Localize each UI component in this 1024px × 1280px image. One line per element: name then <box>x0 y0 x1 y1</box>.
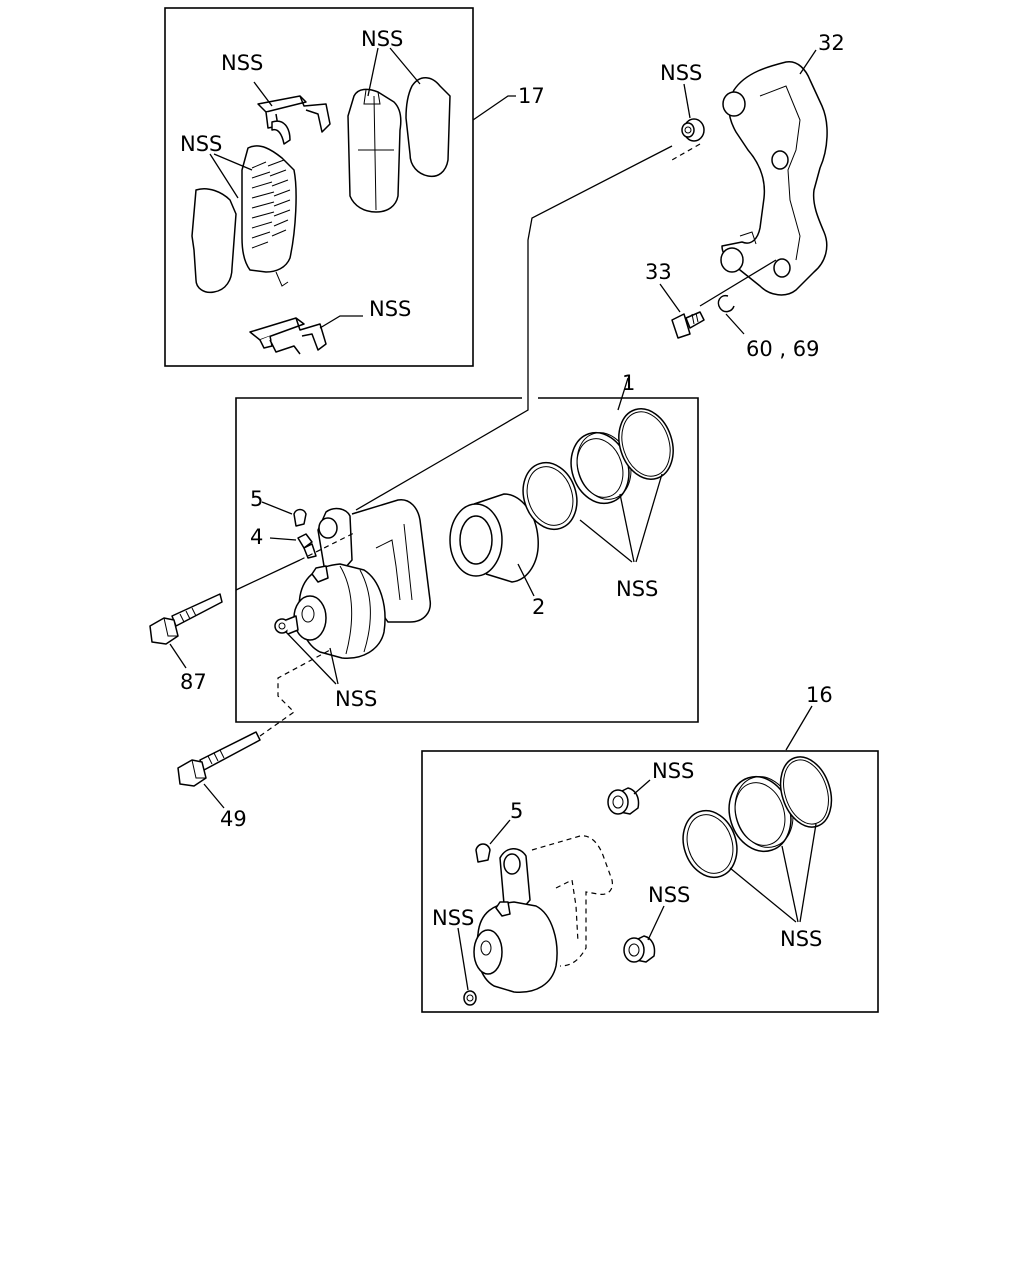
seal-kit-group: 16 NSS 5 NSS NSS NSS <box>421 683 879 1013</box>
label-bolt-49: 49 <box>220 807 247 831</box>
label-pad-kit-number: 17 <box>518 84 545 108</box>
label-kit-nss-bushing-top: NSS <box>652 759 694 783</box>
label-kit-nss-seals: NSS <box>780 927 822 951</box>
label-caliper-body-nss: NSS <box>335 687 377 711</box>
anti-rattle-clip-bottom <box>249 317 327 355</box>
label-bleeder-cap-5: 5 <box>250 487 263 511</box>
assembly-line-bushing <box>355 145 673 511</box>
label-bolt-33: 33 <box>645 260 672 284</box>
label-kit-nss-bushing-bottom: NSS <box>648 883 690 907</box>
bleeder-cap <box>293 508 307 527</box>
kit-bushing-top <box>607 787 640 815</box>
pad-kit-box <box>164 7 474 367</box>
caliper-assembly-group: 1 5 4 2 NSS NSS <box>235 371 699 723</box>
label-kit-bleeder-cap-5: 5 <box>510 799 523 823</box>
caliper-body-plug <box>274 615 299 635</box>
bracket-washer <box>717 294 735 313</box>
kit-caliper-body-reference <box>473 835 613 993</box>
label-kit-nss-plug: NSS <box>432 906 474 930</box>
pad-kit-group: NSS NSS NSS NSS 17 <box>164 7 545 367</box>
piston-seal <box>522 461 578 531</box>
label-bolt-87: 87 <box>180 670 207 694</box>
caliper-body <box>293 499 432 659</box>
bracket-bushing <box>681 118 705 142</box>
kit-seal-ring <box>682 809 738 879</box>
kit-bushing-bottom <box>623 935 656 963</box>
label-seal-nss: NSS <box>616 577 658 601</box>
caliper-bracket-group: NSS 32 33 60 , 69 <box>645 31 845 361</box>
wear-indicator <box>275 271 289 287</box>
label-pad-kit-nss-pads-right: NSS <box>361 27 403 51</box>
label-washer-60-69: 60 , 69 <box>746 337 819 361</box>
label-pad-kit-nss-clip-top: NSS <box>221 51 263 75</box>
brake-pad-right <box>347 88 402 213</box>
label-piston-2: 2 <box>532 595 545 619</box>
bolt-49: 49 <box>177 649 331 831</box>
caliper-bracket <box>721 61 828 296</box>
brake-pad-shim-left <box>191 188 237 294</box>
label-bracket-number: 32 <box>818 31 845 55</box>
brake-pad-left <box>241 145 297 273</box>
brake-pad-shim-right <box>405 77 451 178</box>
anti-rattle-clip-top <box>257 95 331 145</box>
kit-retaining-ring <box>779 756 833 828</box>
kit-bleeder-cap <box>475 843 491 863</box>
label-pad-kit-nss-pads-left: NSS <box>180 132 222 156</box>
bleeder-screw <box>297 533 317 559</box>
bracket-bolt <box>671 311 705 339</box>
label-bracket-nss-bushing: NSS <box>660 61 702 85</box>
bolt-87: 87 <box>149 593 223 694</box>
piston <box>449 493 539 583</box>
kit-plug <box>463 990 477 1006</box>
label-pad-kit-nss-clip-bottom: NSS <box>369 297 411 321</box>
retaining-ring <box>618 408 674 480</box>
seal-kit-box <box>421 750 879 1013</box>
label-seal-kit-number: 16 <box>806 683 833 707</box>
bracket-hole-top <box>722 91 746 117</box>
label-bleeder-screw-4: 4 <box>250 525 263 549</box>
bracket-hole-bottom <box>720 247 744 273</box>
label-caliper-assembly-number: 1 <box>622 371 635 395</box>
brake-pad-left-slots <box>251 159 291 249</box>
caliper-assembly-box <box>235 397 699 723</box>
